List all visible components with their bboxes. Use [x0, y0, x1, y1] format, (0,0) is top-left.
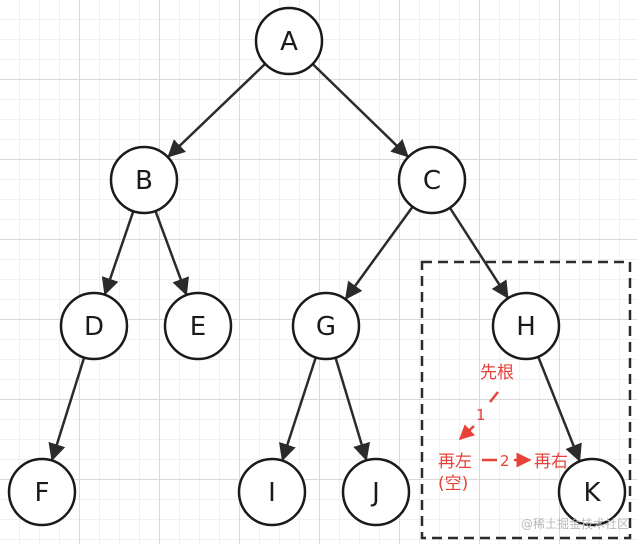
node-f: F	[7, 457, 77, 527]
node-label-j: J	[370, 478, 380, 508]
edge-c-h	[448, 207, 509, 299]
node-label-g: G	[316, 312, 336, 342]
node-d: D	[59, 291, 129, 361]
node-label-a: A	[280, 27, 298, 57]
edge-c-g	[344, 205, 414, 300]
node-label-c: C	[423, 166, 441, 196]
anno-then-left: 再左	[438, 452, 472, 472]
anno-then-right: 再右	[534, 452, 568, 472]
node-label-k: K	[583, 478, 601, 508]
anno-left-empty: (空)	[438, 474, 468, 494]
node-circle-e	[163, 291, 233, 361]
nodes: A B C D E G H F I J K	[7, 6, 627, 527]
node-i: I	[237, 457, 307, 527]
node-j: J	[341, 457, 411, 527]
node-h: H	[491, 291, 561, 361]
node-circle-a	[254, 6, 324, 76]
node-circle-j	[341, 457, 411, 527]
node-circle-c	[397, 145, 467, 215]
node-g: G	[291, 291, 361, 361]
node-label-b: B	[135, 166, 153, 196]
node-circle-h	[491, 291, 561, 361]
node-circle-f	[7, 457, 77, 527]
edge-b-e	[154, 210, 189, 296]
node-label-d: D	[84, 312, 104, 342]
node-circle-b	[109, 145, 179, 215]
node-circle-g	[291, 291, 361, 361]
edge-g-j	[334, 357, 371, 462]
node-label-e: E	[190, 312, 206, 342]
edge-a-c	[311, 63, 409, 158]
highlight-box	[420, 260, 632, 540]
node-label-i: I	[268, 478, 276, 508]
edge-d-f	[48, 357, 86, 462]
node-label-f: F	[35, 478, 50, 508]
edge-h-k	[537, 356, 582, 463]
node-label-h: H	[516, 312, 536, 342]
anno-root-dash	[489, 391, 499, 403]
node-k: K	[557, 457, 627, 527]
node-circle-d	[59, 291, 129, 361]
node-circle-i	[237, 457, 307, 527]
anno-root-first: 先根	[480, 363, 514, 383]
node-c: C	[397, 145, 467, 215]
edge-a-b	[167, 62, 267, 158]
anno-step-1: 1	[476, 406, 486, 424]
edges	[48, 62, 582, 463]
anno-step-2: 2	[500, 452, 510, 470]
node-e: E	[163, 291, 233, 361]
node-a: A	[254, 6, 324, 76]
traversal-annotation: 先根 1 再左 (空) 2 再右	[438, 363, 568, 494]
node-b: B	[109, 145, 179, 215]
edge-g-i	[279, 356, 317, 462]
node-circle-k	[557, 457, 627, 527]
watermark: @稀土掘金技术社区	[520, 517, 629, 531]
edge-b-d	[101, 210, 135, 296]
anno-arrow-to-left	[458, 424, 475, 441]
